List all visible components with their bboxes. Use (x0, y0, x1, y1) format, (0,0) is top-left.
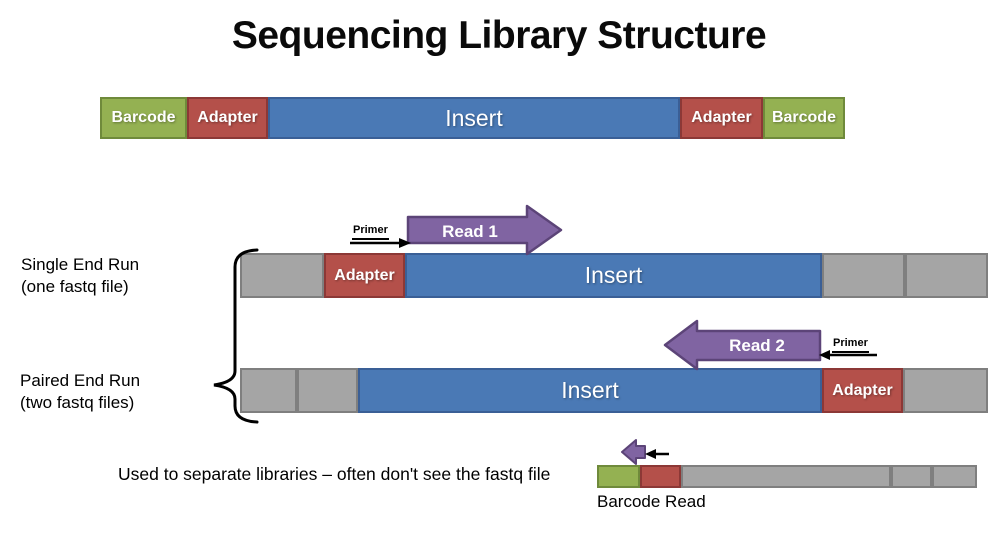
read2-arrow (663, 319, 822, 371)
read1-primer-label: Primer (352, 224, 389, 240)
adapter-segment: Adapter (679, 97, 763, 139)
barcode-segment (597, 465, 641, 488)
paired-end-read-bar: Insert Adapter (240, 368, 988, 413)
adapter-segment: Adapter (822, 368, 903, 413)
single-end-run-label: Single End Run (one fastq file) (21, 254, 139, 298)
segment-label: Adapter (691, 109, 752, 126)
unsequenced-segment (932, 465, 977, 488)
read1-arrow (406, 204, 563, 256)
paired-end-run-label: Paired End Run (two fastq files) (20, 370, 140, 414)
single-end-run-subtitle: (one fastq file) (21, 277, 129, 296)
insert-segment: Insert (267, 97, 680, 139)
segment-label: Adapter (832, 381, 893, 399)
adapter-segment (640, 465, 682, 488)
single-end-run-title: Single End Run (21, 255, 140, 274)
barcode-read-arrow (621, 439, 646, 465)
barcode-read-label: Barcode Read (597, 492, 706, 511)
segment-label: Adapter (334, 266, 395, 284)
library-structure-bar: Barcode Adapter Insert Adapter Barcode (100, 97, 845, 139)
read2-primer-label: Primer (832, 337, 869, 353)
paired-end-run-title: Paired End Run (20, 371, 141, 390)
read1-arrow-label: Read 1 (442, 222, 498, 241)
paired-end-run-subtitle: (two fastq files) (20, 393, 135, 412)
unsequenced-segment (905, 253, 988, 298)
read2-arrow-label: Read 2 (729, 336, 785, 355)
unsequenced-segment (891, 465, 932, 488)
adapter-segment: Adapter (324, 253, 405, 298)
barcode-segment: Barcode (100, 97, 188, 139)
read2-primer-arrowhead-icon (819, 350, 830, 360)
unsequenced-segment (296, 368, 359, 413)
read1-primer-arrowhead-icon (399, 238, 411, 248)
adapter-segment: Adapter (187, 97, 268, 139)
barcode-note: Used to separate libraries – often don't… (118, 464, 551, 484)
segment-label: Adapter (197, 109, 258, 126)
unsequenced-segment (240, 368, 297, 413)
barcode-segment: Barcode (762, 97, 845, 139)
barcode-primer-arrowhead-icon (645, 449, 656, 459)
unsequenced-segment (822, 253, 906, 298)
segment-label: Insert (584, 262, 643, 288)
unsequenced-segment (681, 465, 891, 488)
segment-label: Barcode (771, 109, 836, 126)
unsequenced-segment (240, 253, 324, 298)
insert-segment: Insert (405, 253, 822, 298)
page-title: Sequencing Library Structure (231, 14, 767, 57)
single-end-read-bar: Adapter Insert (240, 253, 988, 298)
unsequenced-segment (903, 368, 988, 413)
segment-label: Barcode (111, 109, 176, 126)
insert-segment: Insert (358, 368, 822, 413)
segment-label: Insert (561, 377, 619, 403)
segment-label: Insert (445, 104, 503, 131)
barcode-read-bar (597, 465, 977, 488)
